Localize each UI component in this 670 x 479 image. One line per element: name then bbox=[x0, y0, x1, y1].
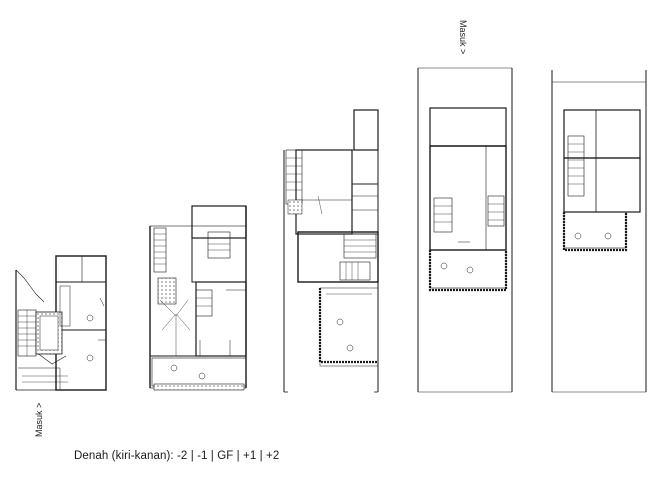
floor-plan-level-minus-1 bbox=[149, 205, 247, 391]
floor-plan-level-minus-2 bbox=[15, 255, 107, 391]
floor-plan-level-plus-1 bbox=[417, 67, 513, 393]
floor-plan-level-gf bbox=[283, 109, 379, 393]
entry-label-basement: Masuk > bbox=[34, 402, 44, 437]
floor-plan-level-plus-2 bbox=[551, 70, 647, 393]
plan-caption: Denah (kiri-kanan): -2 | -1 | GF | +1 | … bbox=[74, 450, 280, 462]
entry-label-upper: Masuk > bbox=[458, 20, 468, 55]
